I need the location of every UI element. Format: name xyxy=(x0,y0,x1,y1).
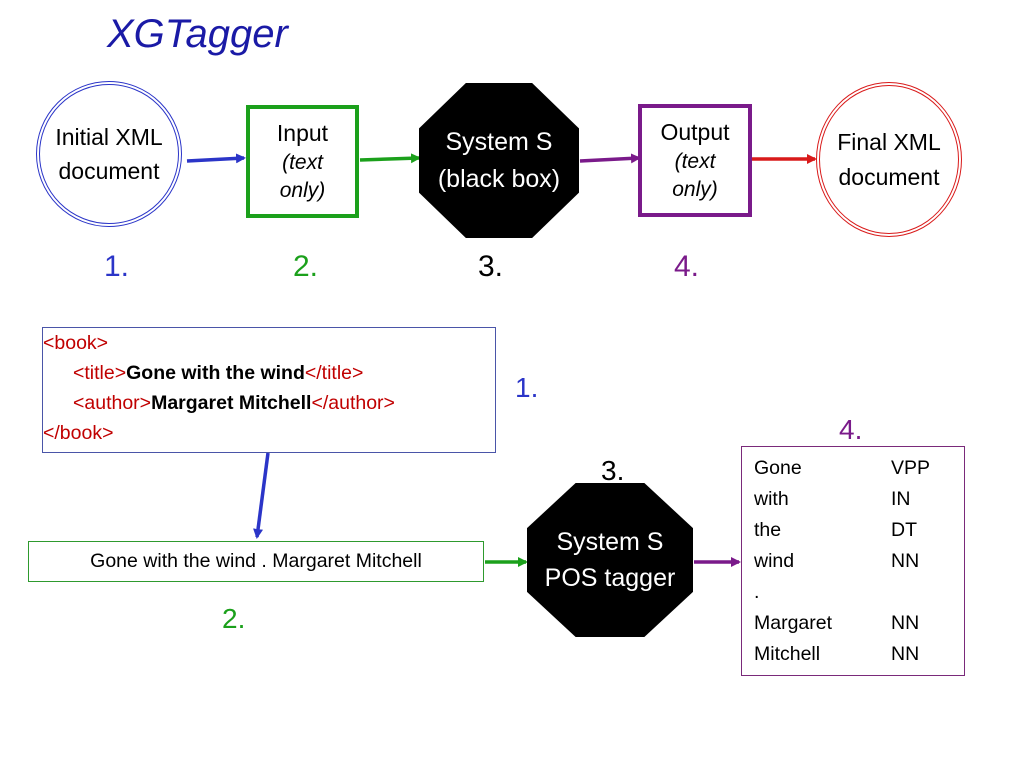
arrow-xml-to-text xyxy=(253,452,270,539)
xml-line-book-open: <book> xyxy=(43,328,495,358)
xml-title-value: Gone with the wind xyxy=(126,362,305,384)
initial-line-2: document xyxy=(58,158,160,184)
xml-tag: <book> xyxy=(43,332,109,354)
input-note-2: only) xyxy=(279,179,326,203)
system-black-box-node: System S (black box) xyxy=(419,83,579,238)
example-label-1: 1. xyxy=(515,372,539,403)
pos-line-2: POS tagger xyxy=(544,564,676,592)
xml-tag: </title> xyxy=(304,362,364,384)
example-label-4: 4. xyxy=(839,414,863,445)
step-number-3: 3. xyxy=(478,250,504,283)
input-label: Input xyxy=(276,119,329,146)
xml-example-box: <book> <title>Gone with the wind</title>… xyxy=(42,327,496,453)
pos-line-1: System S xyxy=(556,527,664,556)
tag-label: DT xyxy=(891,519,917,541)
xml-line-title: <title>Gone with the wind</title> xyxy=(43,358,495,388)
pos-tagger-node: System S POS tagger xyxy=(527,483,693,637)
xml-tag: </author> xyxy=(311,392,395,414)
tag-label: IN xyxy=(891,488,911,510)
tag-word: with xyxy=(754,488,789,510)
xml-tag: <title> xyxy=(73,362,127,384)
tag-label: NN xyxy=(891,550,920,572)
tag-word: Gone xyxy=(754,457,802,479)
xml-line-book-close: </book> xyxy=(43,418,495,448)
output-node: Output (text only) xyxy=(638,104,752,217)
page-title: XGTagger xyxy=(107,12,288,56)
arrow-initial-to-input xyxy=(186,153,246,164)
example-label-3: 3. xyxy=(601,455,625,486)
tag-label: NN xyxy=(891,643,920,665)
input-node: Input (text only) xyxy=(246,105,359,218)
example-label-2: 2. xyxy=(222,603,246,634)
xml-tag: <author> xyxy=(73,392,152,414)
text-only-box: Gone with the wind . Margaret Mitchell xyxy=(28,541,484,582)
xml-line-author: <author>Margaret Mitchell</author> xyxy=(43,388,495,418)
tag-word: wind xyxy=(754,550,795,572)
tag-word: the xyxy=(754,519,782,541)
system-line-1: System S xyxy=(445,128,553,157)
xml-author-value: Margaret Mitchell xyxy=(151,392,312,414)
step-number-1: 1. xyxy=(104,250,130,283)
initial-line-1: Initial XML xyxy=(55,123,163,150)
output-note-1: (text xyxy=(674,149,716,173)
input-note-1: (text xyxy=(282,150,323,174)
tag-word: Mitchell xyxy=(754,643,821,665)
initial-xml-node: Initial XML document xyxy=(36,81,182,227)
output-label: Output xyxy=(660,118,730,145)
arrow-system-to-output xyxy=(579,153,641,164)
xml-tag: </book> xyxy=(43,422,114,444)
final-line-2: document xyxy=(838,163,940,190)
tag-label: NN xyxy=(891,612,920,634)
final-line-1: Final XML xyxy=(837,129,941,155)
step-number-2: 2. xyxy=(293,250,319,283)
tag-label: VPP xyxy=(891,457,931,479)
arrow-input-to-system xyxy=(359,153,421,164)
system-line-2: (black box) xyxy=(437,164,561,193)
tag-word: Margaret xyxy=(754,612,833,634)
final-xml-node: Final XML document xyxy=(816,82,962,237)
step-number-4: 4. xyxy=(674,250,700,283)
output-note-2: only) xyxy=(672,178,718,202)
tag-word: . xyxy=(754,581,760,603)
